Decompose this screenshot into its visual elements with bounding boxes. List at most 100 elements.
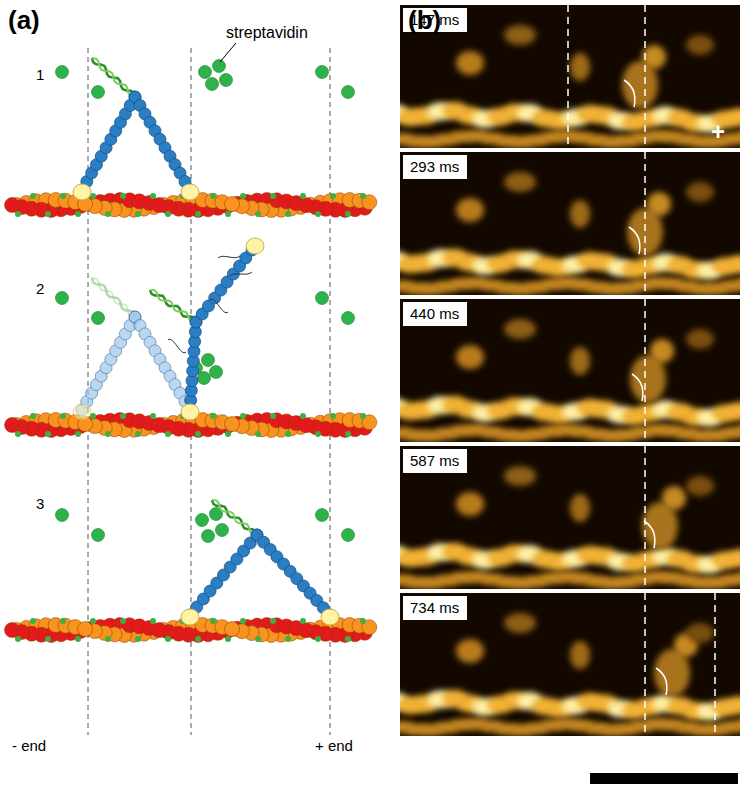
afm-height-blob [570, 53, 590, 81]
afm-height-blob [504, 613, 536, 633]
step-number: 1 [36, 66, 44, 83]
biotin-dot [225, 431, 231, 437]
lever-arm [184, 316, 202, 416]
afm-height-blob [727, 108, 740, 126]
actin-bead [225, 622, 240, 637]
afm-height-blob [650, 339, 674, 363]
afm-height-blob [504, 25, 536, 45]
afm-frame [400, 299, 740, 442]
streptavidin-particle [316, 292, 329, 305]
biotin-dot [120, 193, 126, 199]
biotin-dot [165, 211, 171, 217]
myosin-tail [92, 58, 135, 97]
streptavidin-particle [202, 354, 215, 367]
time-stamp-box: 293 ms [403, 155, 467, 179]
biotin-dot [15, 431, 21, 437]
biotin-dot [240, 618, 246, 624]
biotin-dot [120, 413, 126, 419]
actin-bead [5, 418, 20, 433]
afm-height-blob [570, 200, 590, 228]
afm-height-blob [727, 696, 740, 714]
end-label: + end [315, 737, 353, 754]
afm-height-blob [735, 424, 740, 436]
afm-height-blob [456, 345, 484, 369]
lever-arm [190, 244, 258, 328]
streptavidin-particle [210, 366, 223, 379]
streptavidin-particle [198, 372, 211, 385]
polarity-mark: + [711, 118, 725, 146]
biotin-dot [60, 413, 66, 419]
actin-bead [152, 418, 167, 433]
actin-bead [78, 621, 93, 636]
actin-bead [299, 623, 314, 638]
biotin-dot [15, 636, 21, 642]
streptavidin-particle [213, 60, 226, 73]
myosin-tail [92, 278, 135, 317]
motor-head [73, 184, 91, 200]
afm-background [400, 5, 740, 148]
biotin-dot [285, 211, 291, 217]
streptavidin-particle [92, 529, 105, 542]
biotin-dot [45, 211, 51, 217]
biotin-dot [45, 431, 51, 437]
biotin-dot [330, 193, 336, 199]
biotin-dot [345, 211, 351, 217]
lever-arm [129, 91, 196, 196]
afm-height-blob [504, 319, 536, 339]
streptavidin-particle [196, 514, 209, 527]
motor-head [321, 609, 339, 625]
biotin-dot [15, 211, 21, 217]
motion-mark [218, 256, 240, 258]
motor-head [181, 404, 199, 420]
scale-bar [590, 773, 738, 784]
afm-frame [400, 152, 740, 295]
biotin-dot [225, 211, 231, 217]
biotin-dot [45, 636, 51, 642]
afm-height-blob [686, 329, 714, 349]
streptavidin-particle [56, 292, 69, 305]
motion-mark [230, 272, 252, 276]
afm-height-blob [727, 549, 740, 567]
actin-bead [299, 418, 314, 433]
streptavidin-particle [199, 66, 212, 79]
dashed-guide [644, 152, 646, 295]
time-stamp: 293 ms [410, 158, 460, 175]
biotin-dot [225, 636, 231, 642]
time-stamp: 440 ms [410, 305, 460, 322]
biotin-dot [210, 618, 216, 624]
biotin-dot [60, 193, 66, 199]
lever-arm [184, 529, 263, 621]
step-number: 2 [36, 280, 44, 297]
biotin-dot [360, 193, 366, 199]
biotin-dot [300, 618, 306, 624]
lever-arm [76, 311, 141, 416]
afm-background [400, 299, 740, 442]
actin-bead [225, 197, 240, 212]
biotin-dot [150, 193, 156, 199]
biotin-dot [345, 431, 351, 437]
biotin-dot [120, 618, 126, 624]
motion-mark [210, 299, 228, 312]
actin-bead [225, 417, 240, 432]
afm-height-blob [735, 130, 740, 142]
streptavidin-particle [342, 312, 355, 325]
biotin-dot [30, 193, 36, 199]
myosin-tail [212, 500, 257, 535]
actin-bead [299, 198, 314, 213]
dashed-guide [644, 446, 646, 589]
afm-background [400, 446, 740, 589]
streptavidin-particle [316, 509, 329, 522]
dashed-guide [714, 593, 716, 736]
afm-background [400, 593, 740, 736]
streptavidin-particle [202, 530, 215, 543]
afm-height-blob [456, 198, 484, 222]
afm-height-blob [504, 172, 536, 192]
biotin-dot [165, 636, 171, 642]
biotin-dot [270, 618, 276, 624]
lever-trace [624, 80, 635, 107]
biotin-dot [165, 431, 171, 437]
biotin-dot [195, 636, 201, 642]
biotin-dot [270, 193, 276, 199]
lever-trace [656, 668, 667, 695]
afm-height-blob [686, 476, 714, 496]
